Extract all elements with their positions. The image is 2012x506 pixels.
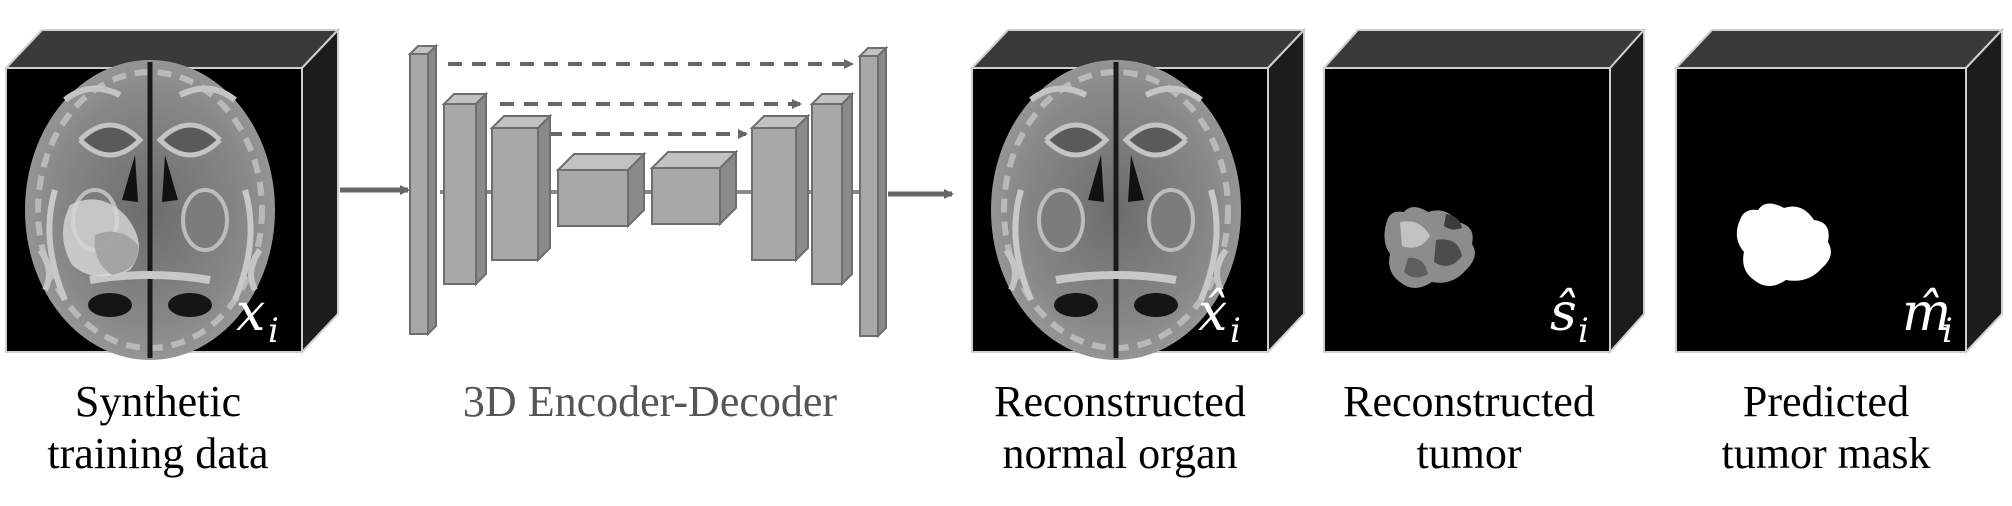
- cube-top-face: [969, 29, 1307, 69]
- cube-side-face: [1267, 27, 1305, 355]
- encoder-block-2: [441, 91, 489, 287]
- input-subscript: i: [268, 311, 279, 351]
- recon-tumor-symbol: ŝ: [1550, 283, 1577, 343]
- recon-normal-caption-line1: Reconstructed: [994, 377, 1246, 426]
- pred-mask-caption: Predicted tumor mask: [1676, 376, 1976, 480]
- recon-tumor-caption: Reconstructed tumor: [1314, 376, 1624, 480]
- cube-top-face: [1321, 29, 1647, 69]
- decoder-block-2: [809, 91, 855, 287]
- network-caption-text: 3D Encoder-Decoder: [462, 377, 838, 426]
- recon-tumor-cube: ŝ i: [1321, 27, 1647, 355]
- recon-normal-caption-line2: normal organ: [1002, 429, 1238, 478]
- bottleneck-block-2: [649, 149, 739, 227]
- tumor-mask-shape: [1736, 203, 1831, 286]
- input-caption: Synthetic training data: [8, 376, 308, 480]
- encoder-decoder-network: [407, 43, 889, 339]
- encoder-block-1: [407, 43, 439, 337]
- cube-top-face: [1673, 29, 2005, 69]
- decoder-block-3: [749, 113, 811, 263]
- cube-side-face: [1965, 27, 2003, 355]
- bottleneck-block-1: [555, 151, 647, 229]
- pred-mask-subscript: i: [1942, 311, 1953, 351]
- tumor-texture: [1384, 207, 1475, 288]
- cube-front-face: [1675, 67, 1967, 353]
- encoder-block-3: [489, 113, 553, 263]
- input-cube: x i: [3, 27, 341, 360]
- recon-tumor-caption-line2: tumor: [1416, 429, 1522, 478]
- pred-mask-caption-line2: tumor mask: [1721, 429, 1931, 478]
- recon-tumor-caption-line1: Reconstructed: [1343, 377, 1595, 426]
- pred-mask-caption-line1: Predicted: [1742, 377, 1910, 426]
- pred-mask-symbol: m̂: [1902, 283, 1951, 343]
- recon-normal-symbol: x̂: [1198, 283, 1227, 343]
- decoder-block-1: [857, 45, 889, 339]
- input-symbol: x: [236, 283, 265, 343]
- recon-tumor-subscript: i: [1578, 311, 1589, 351]
- pred-mask-cube: m̂ i: [1673, 27, 2005, 355]
- cube-side-face: [301, 27, 339, 355]
- cube-front-face: [1323, 67, 1611, 353]
- recon-normal-cube: x̂ i: [969, 27, 1307, 360]
- input-caption-line2: training data: [47, 429, 269, 478]
- recon-normal-subscript: i: [1230, 311, 1241, 351]
- cube-top-face: [3, 29, 341, 69]
- input-caption-line1: Synthetic: [74, 377, 242, 426]
- network-caption: 3D Encoder-Decoder: [400, 376, 900, 428]
- recon-normal-caption: Reconstructed normal organ: [960, 376, 1280, 480]
- cube-side-face: [1609, 27, 1645, 355]
